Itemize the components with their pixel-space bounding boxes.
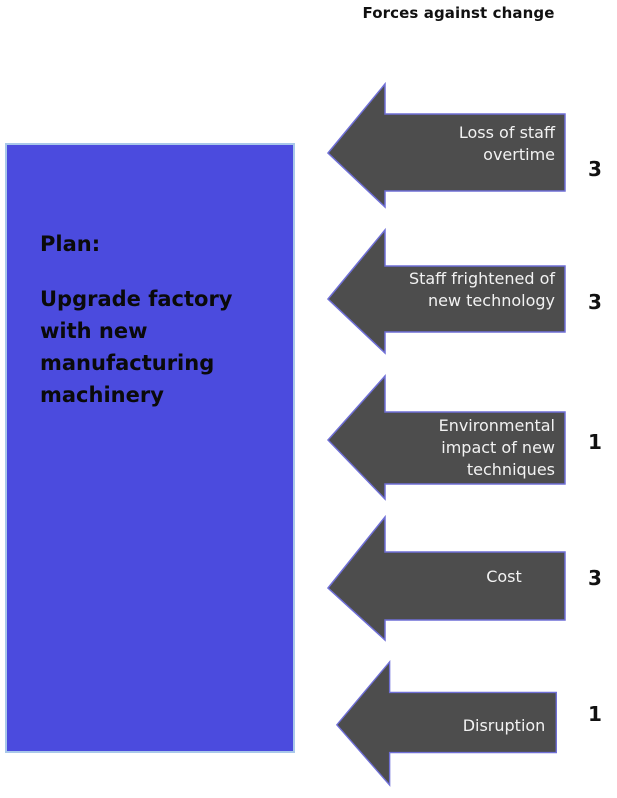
force-label: Disruption bbox=[462, 716, 546, 735]
force-score: 3 bbox=[588, 157, 602, 181]
force-score: 3 bbox=[588, 290, 602, 314]
left-arrow-shape bbox=[326, 514, 566, 642]
left-arrow-shape bbox=[326, 227, 566, 355]
left-arrow-shape bbox=[326, 81, 566, 209]
force-label: Cost bbox=[486, 567, 522, 586]
left-arrow-shape bbox=[326, 374, 566, 501]
force-arrow-staff-frightened: Staff frightened of new technology bbox=[325, 227, 570, 355]
diagram-title: Forces against change bbox=[362, 4, 555, 22]
force-arrow-environmental-impact: Environmental impact of new techniques bbox=[325, 374, 570, 501]
plan-description: Upgrade factory with new manufacturing m… bbox=[40, 287, 233, 407]
force-arrow-cost: Cost bbox=[325, 514, 570, 642]
force-label: Loss of staff overtime bbox=[458, 123, 555, 164]
plan-box: Plan: Upgrade factory with new manufactu… bbox=[5, 143, 295, 753]
force-score: 1 bbox=[588, 430, 602, 454]
force-arrow-disruption: Disruption bbox=[325, 659, 570, 787]
force-label: Environmental impact of new techniques bbox=[438, 416, 555, 479]
force-label: Staff frightened of new technology bbox=[408, 269, 555, 310]
plan-label: Plan: bbox=[40, 232, 101, 256]
left-arrow-shape bbox=[335, 659, 557, 787]
force-score: 1 bbox=[588, 702, 602, 726]
force-arrow-loss-of-staff-overtime: Loss of staff overtime bbox=[325, 81, 570, 209]
force-score: 3 bbox=[588, 566, 602, 590]
